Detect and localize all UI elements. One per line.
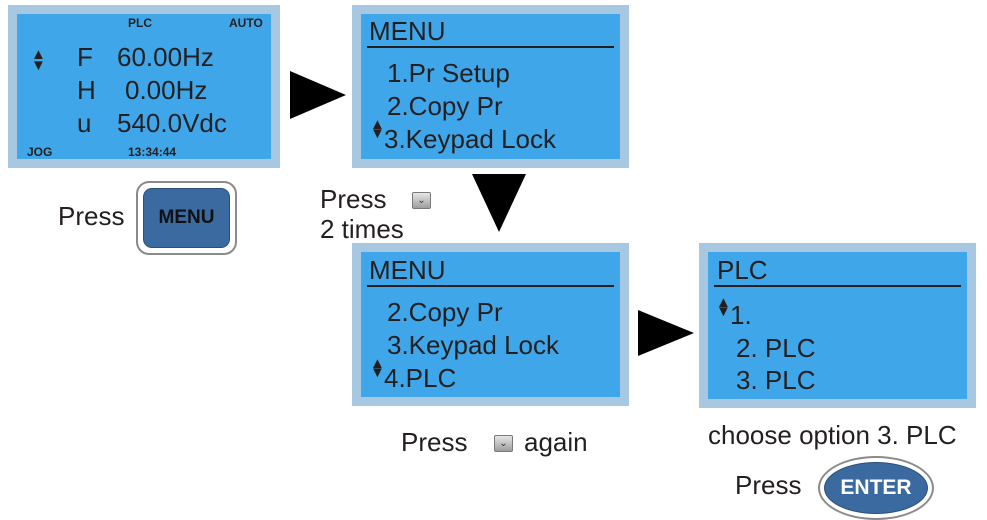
menu-item-keypad-lock: 3.Keypad Lock [384,124,557,154]
press-label: Press [58,201,125,231]
menu-screen-1: MENU 1.Pr Setup 2.Copy Pr ▲▼ 3.Keypad Lo… [352,5,629,168]
down-key-icon: ⌄ [494,435,513,452]
jog-indicator: JOG [27,145,53,159]
updown-arrow-icon: ▲▼ [716,294,731,320]
row-u-value: 540.0Vdc [117,108,227,138]
press-label: Press [401,427,468,457]
choose-option-label: choose option 3. PLC [708,420,957,450]
enter-button-face: ENTER [824,462,928,514]
plc-option-3: 3. PLC [736,365,816,395]
press-label: Press [320,184,387,214]
arrow-down-icon [472,174,526,232]
menu-button-face: MENU [143,188,230,248]
menu-item-plc: 4.PLC [384,363,457,393]
row-f-value: 60.00Hz [117,42,214,72]
plc-option-1: 1. [730,300,752,330]
two-times-label: 2 times [320,214,404,244]
menu-title: MENU [369,16,446,46]
status-screen: PLC AUTO ▲ ▼ F 60.00Hz H 0.00Hz u 540.0V… [8,5,280,168]
menu-lcd-1: MENU 1.Pr Setup 2.Copy Pr ▲▼ 3.Keypad Lo… [361,14,620,159]
row-h-letter: H [77,75,96,105]
auto-indicator: AUTO [229,16,263,30]
enter-button[interactable]: ENTER [818,456,934,520]
status-lcd: PLC AUTO ▲ ▼ F 60.00Hz H 0.00Hz u 540.0V… [17,14,271,159]
row-u-letter: u [77,108,92,138]
plc-screen: PLC ▲▼ 1. 2. PLC 3. PLC [699,243,976,408]
again-label: again [524,427,588,457]
menu-item-keypad-lock: 3.Keypad Lock [387,330,560,360]
menu-divider [367,46,614,48]
arrow-right-icon [638,310,694,356]
clock-display: 13:34:44 [128,145,177,159]
menu-item-pr-setup: 1.Pr Setup [387,58,510,88]
plc-divider [714,285,961,287]
menu-item-copy-pr: 2.Copy Pr [387,297,503,327]
row-h-value: 0.00Hz [125,75,208,105]
menu-divider [367,285,614,287]
plc-option-2: 2. PLC [736,333,816,363]
press-label: Press [735,470,802,500]
updown-arrow-icon-lower: ▼ [31,57,46,74]
menu-screen-2: MENU 2.Copy Pr 3.Keypad Lock ▲▼ 4.PLC [352,243,629,406]
down-key-icon: ⌄ [412,192,431,209]
menu-title: MENU [369,255,446,285]
plc-title: PLC [717,255,768,285]
updown-arrow-icon: ▲▼ [370,355,385,381]
menu-item-copy-pr: 2.Copy Pr [387,91,503,121]
updown-arrow-icon: ▲ [31,46,46,63]
updown-arrow-icon: ▲▼ [370,116,385,142]
menu-button[interactable]: MENU [136,181,237,255]
menu-lcd-2: MENU 2.Copy Pr 3.Keypad Lock ▲▼ 4.PLC [361,252,620,397]
row-f-letter: F [77,42,93,72]
plc-indicator: PLC [128,16,152,30]
plc-lcd: PLC ▲▼ 1. 2. PLC 3. PLC [708,252,967,399]
arrow-right-icon [290,71,346,119]
